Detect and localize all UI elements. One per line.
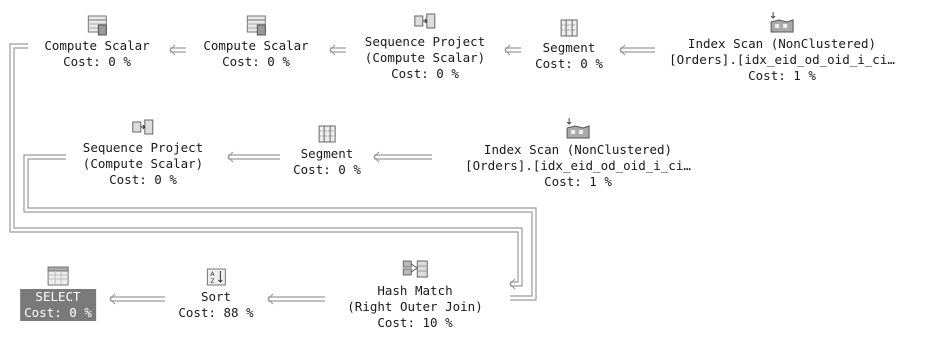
node-name: Hash Match: [377, 283, 453, 298]
arrow-segment2-to-seqproj2: [228, 154, 280, 160]
index-scan-icon: [566, 118, 590, 139]
arrow-seqproj-to-cs2: [330, 47, 346, 53]
node-compute-scalar-2[interactable]: Compute Scalar Cost: 0 %: [203, 14, 309, 70]
arrow-segment-to-seqproj: [505, 47, 521, 53]
node-compute-scalar-1[interactable]: Compute Scalar Cost: 0 %: [44, 14, 150, 70]
hash-match-icon: [402, 260, 428, 278]
node-cost: Cost: 0 %: [109, 172, 177, 187]
sequence-project-icon: [414, 13, 436, 29]
index-scan-icon: [770, 12, 794, 33]
sequence-project-icon: [132, 119, 154, 135]
table-calculator-icon: [246, 15, 266, 36]
arrow-indexscan-to-segment: [620, 47, 655, 53]
node-name: Index Scan (NonClustered): [483, 142, 673, 157]
node-detail: [Orders].[idx_eid_od_oid_i_ci…: [669, 52, 895, 67]
segment-grid-icon: [560, 19, 578, 37]
node-cost: Cost: 0 %: [24, 305, 92, 320]
table-icon: [47, 266, 69, 286]
arrow-cs2-to-cs1: [170, 47, 186, 53]
node-name: Sort: [200, 289, 232, 304]
node-name: Compute Scalar: [203, 38, 309, 53]
arrow-indexscan2-to-segment2: [374, 154, 432, 160]
node-cost: Cost: 10 %: [377, 315, 453, 330]
svg-text:Z: Z: [210, 278, 214, 285]
node-sort[interactable]: A Z Sort Cost: 88 %: [178, 267, 254, 321]
node-cost: Cost: 0 %: [535, 56, 603, 71]
svg-text:A: A: [210, 271, 215, 278]
node-hash-match[interactable]: Hash Match (Right Outer Join) Cost: 10 %: [347, 257, 483, 331]
node-segment-2[interactable]: Segment Cost: 0 %: [293, 124, 361, 178]
arrow-sort-to-select: [110, 296, 165, 302]
node-name: SELECT: [35, 289, 81, 304]
node-cost: Cost: 1 %: [748, 68, 816, 83]
arrow-route-row2: [23, 154, 533, 297]
node-name: Segment: [542, 40, 596, 55]
node-name: Sequence Project: [82, 140, 204, 155]
node-sequence-project-2[interactable]: Sequence Project (Compute Scalar) Cost: …: [83, 118, 203, 188]
node-cost: Cost: 0 %: [293, 162, 361, 177]
node-index-scan-1[interactable]: Index Scan (NonClustered) [Orders].[idx_…: [669, 10, 895, 84]
node-name: Sequence Project: [364, 34, 486, 49]
node-segment-1[interactable]: Segment Cost: 0 %: [535, 18, 603, 72]
node-cost: Cost: 0 %: [391, 66, 459, 81]
node-cost: Cost: 88 %: [178, 305, 254, 320]
node-name: Compute Scalar: [44, 38, 150, 53]
table-calculator-icon: [87, 15, 107, 36]
node-select[interactable]: SELECT Cost: 0 %: [20, 265, 96, 321]
node-detail: (Compute Scalar): [364, 50, 486, 65]
node-cost: Cost: 0 %: [63, 54, 131, 69]
node-sequence-project-1[interactable]: Sequence Project (Compute Scalar) Cost: …: [365, 12, 485, 82]
arrow-route-row1: [9, 43, 519, 283]
node-cost: Cost: 0 %: [222, 54, 290, 69]
segment-grid-icon: [318, 125, 336, 143]
node-detail: (Compute Scalar): [82, 156, 204, 171]
node-index-scan-2[interactable]: Index Scan (NonClustered) [Orders].[idx_…: [465, 116, 691, 190]
selected-label: SELECT Cost: 0 %: [20, 289, 96, 321]
node-detail: [Orders].[idx_eid_od_oid_i_ci…: [465, 158, 691, 173]
node-name: Index Scan (NonClustered): [687, 36, 877, 51]
arrow-hash-to-sort: [268, 296, 325, 302]
node-name: Segment: [300, 146, 354, 161]
node-cost: Cost: 1 %: [544, 174, 612, 189]
sort-az-icon: A Z: [206, 268, 226, 286]
node-detail: (Right Outer Join): [347, 299, 483, 314]
